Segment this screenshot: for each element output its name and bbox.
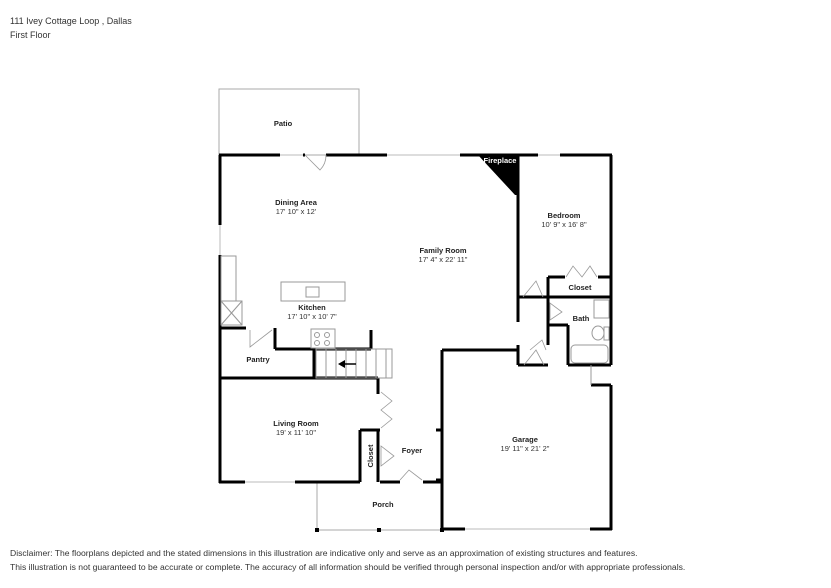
room-dining-area-dims: 17' 10" x 12'	[276, 207, 317, 216]
room-living-room: Living Room	[273, 419, 319, 428]
room-foyer: Foyer	[402, 446, 423, 455]
room-family-room-dims: 17' 4" x 22' 11"	[419, 255, 468, 264]
room-garage: Garage	[512, 435, 538, 444]
room-bedroom-dims: 10' 9" x 16' 8"	[541, 220, 587, 229]
disclaimer-line-2: This illustration is not guaranteed to b…	[10, 562, 686, 572]
room-family-room: Family Room	[419, 246, 466, 255]
windows	[219, 154, 590, 530]
disclaimer-line-1: Disclaimer: The floorplans depicted and …	[10, 548, 638, 558]
room-porch: Porch	[372, 500, 394, 509]
room-kitchen-dims: 17' 10" x 10' 7"	[287, 312, 337, 321]
exterior-walls	[218, 153, 613, 484]
kitchen-fixtures	[220, 255, 346, 349]
room-living-room-dims: 19' x 11' 10"	[276, 428, 316, 437]
room-dining-area: Dining Area	[275, 198, 318, 207]
floor-label: First Floor	[10, 30, 51, 40]
room-garage-dims: 19' 11" x 21' 2"	[501, 444, 550, 453]
room-bedroom-closet: Closet	[569, 283, 592, 292]
room-foyer-closet: Closet	[366, 444, 375, 467]
room-bedroom: Bedroom	[548, 211, 581, 220]
room-fireplace: Fireplace	[484, 156, 517, 165]
doors	[249, 154, 598, 481]
room-pantry: Pantry	[246, 355, 270, 364]
room-bath: Bath	[573, 314, 590, 323]
interior-walls	[220, 155, 613, 531]
fireplace	[478, 155, 518, 195]
bath-fixtures	[570, 299, 610, 364]
room-kitchen: Kitchen	[298, 303, 326, 312]
property-address: 111 Ivey Cottage Loop , Dallas	[10, 16, 132, 26]
room-patio: Patio	[274, 119, 293, 128]
stairs-arrow-icon	[338, 360, 356, 368]
